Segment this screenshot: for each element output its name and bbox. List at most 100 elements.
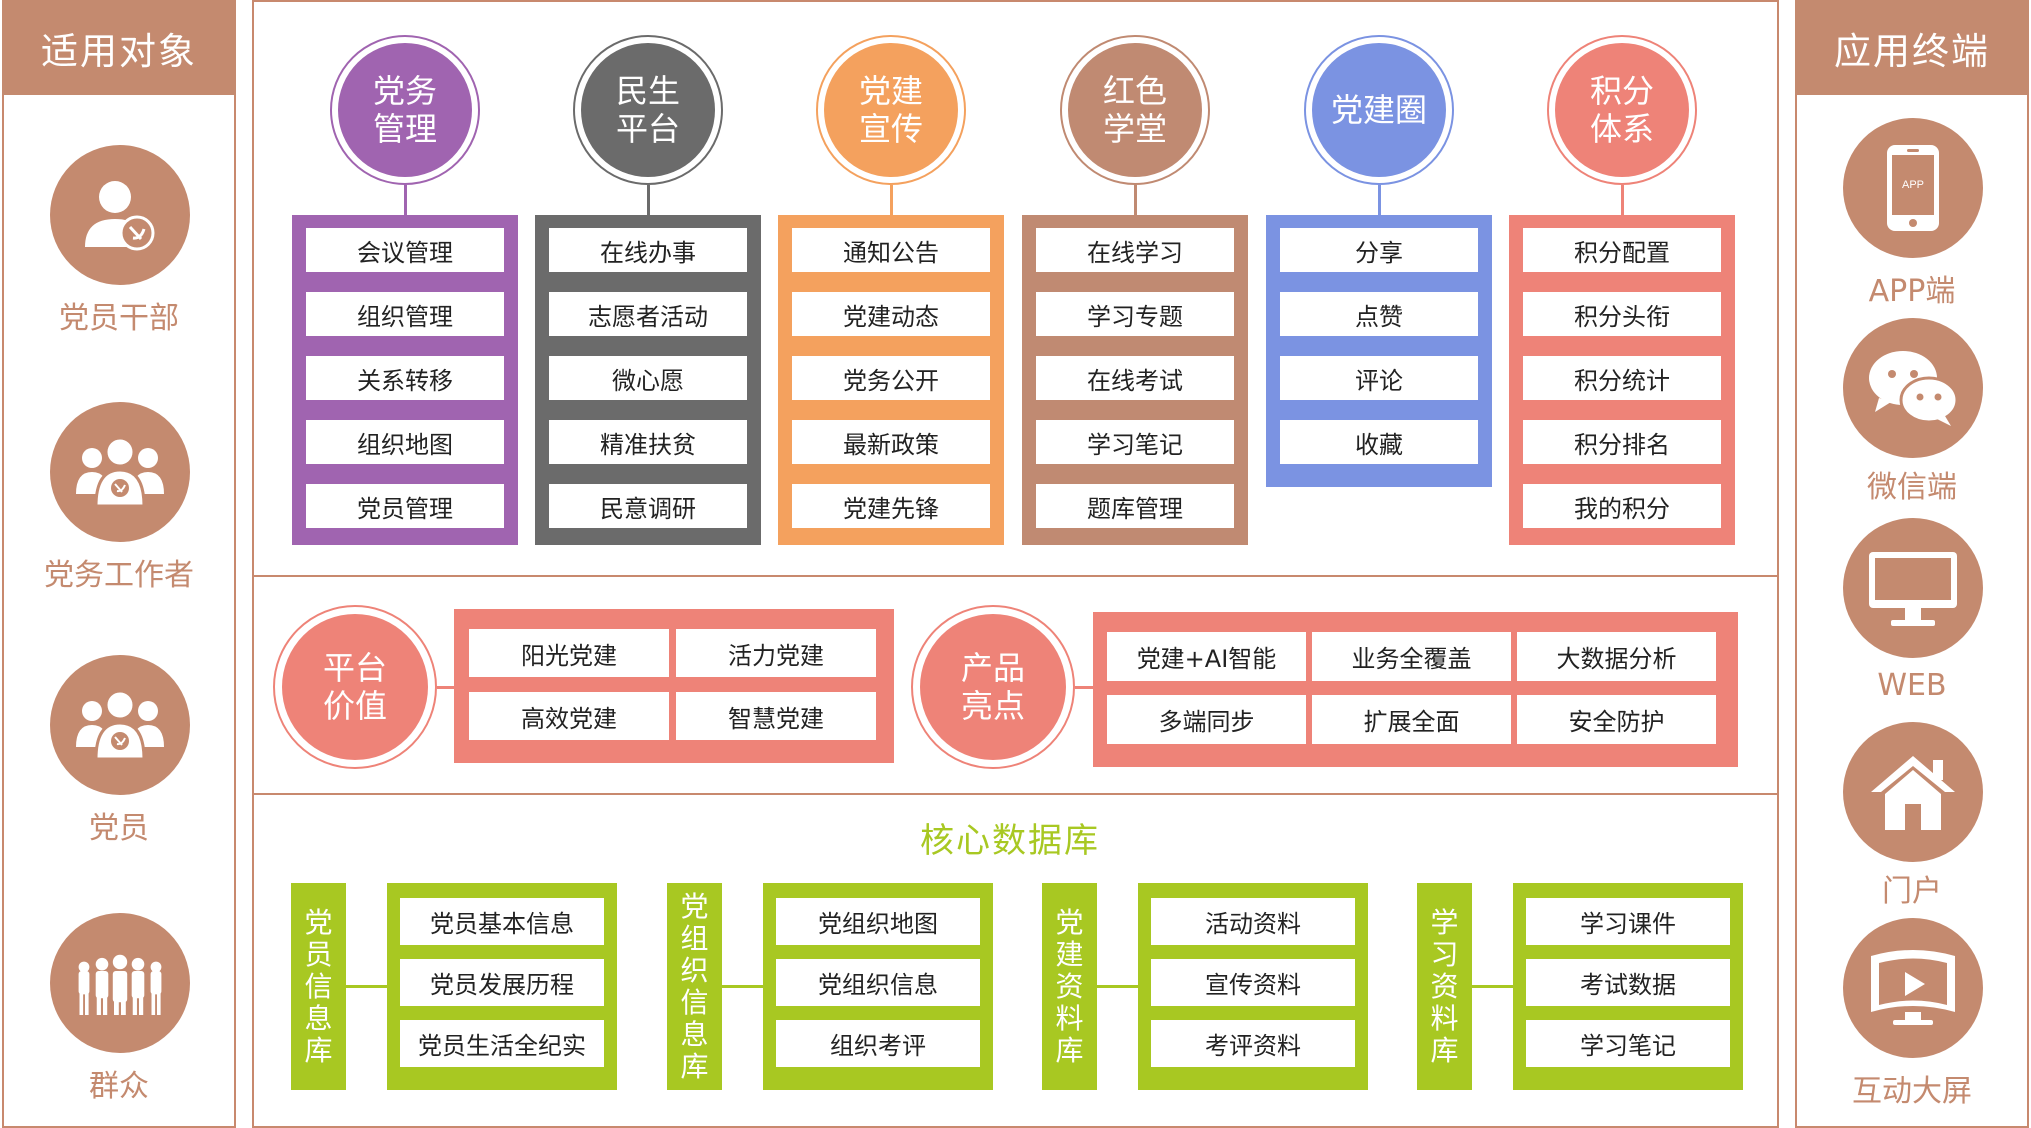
module-item[interactable]: 会议管理: [306, 228, 504, 272]
module-item[interactable]: 组织管理: [306, 292, 504, 336]
module-title-line: 党建: [858, 72, 923, 110]
module-title-line: 管理: [372, 110, 437, 148]
db-group-item[interactable]: 学习笔记: [1526, 1020, 1730, 1067]
platform-value-ring: 平台价值: [273, 605, 437, 769]
left-panel-title: 适用对象: [2, 0, 236, 95]
db-group-item[interactable]: 活动资料: [1151, 898, 1355, 945]
audience-label: 群众: [89, 1069, 149, 1104]
highlights-item[interactable]: 安全防护: [1517, 695, 1716, 744]
module-item[interactable]: 题库管理: [1036, 484, 1234, 528]
module-item[interactable]: 微心愿: [549, 356, 747, 400]
highlights-item[interactable]: 党建+AI智能: [1107, 632, 1306, 681]
highlights-item[interactable]: 业务全覆盖: [1312, 632, 1511, 681]
platform-value-item[interactable]: 阳光党建: [469, 629, 669, 677]
highlights-item[interactable]: 扩展全面: [1312, 695, 1511, 744]
party-members-icon: [50, 655, 190, 795]
db-group-item[interactable]: 党组织信息: [776, 959, 980, 1006]
module-title[interactable]: 党建宣传: [824, 43, 958, 177]
module-box: 通知公告党建动态党务公开最新政策党建先锋: [778, 215, 1004, 545]
module-item[interactable]: 分享: [1280, 228, 1478, 272]
module-item[interactable]: 积分排名: [1523, 420, 1721, 464]
module-title[interactable]: 民生平台: [581, 43, 715, 177]
module-title[interactable]: 积分体系: [1555, 43, 1689, 177]
db-group-label-char: 库: [1430, 1033, 1459, 1067]
platform-value-item[interactable]: 活力党建: [676, 629, 876, 677]
db-group-item[interactable]: 宣传资料: [1151, 959, 1355, 1006]
crowd-icon: [50, 913, 190, 1053]
module-item[interactable]: 党务公开: [792, 356, 990, 400]
module-box: 在线学习学习专题在线考试学习笔记题库管理: [1022, 215, 1248, 545]
module-ring: 党务管理: [330, 35, 480, 185]
audience-label: 党员干部: [59, 301, 179, 336]
terminal-label: APP端: [1868, 274, 1956, 309]
module-item[interactable]: 点赞: [1280, 292, 1478, 336]
module-item[interactable]: 学习笔记: [1036, 420, 1234, 464]
db-group-label-char: 党: [304, 905, 333, 939]
db-group-item[interactable]: 学习课件: [1526, 898, 1730, 945]
module-item[interactable]: 党建先锋: [792, 484, 990, 528]
db-group-item[interactable]: 党组织地图: [776, 898, 980, 945]
module-title[interactable]: 党务管理: [338, 43, 472, 177]
module-item[interactable]: 通知公告: [792, 228, 990, 272]
highlights-item[interactable]: 大数据分析: [1517, 632, 1716, 681]
module-item[interactable]: 评论: [1280, 356, 1478, 400]
module-box: 积分配置积分头衔积分统计积分排名我的积分: [1509, 215, 1735, 545]
db-group-label-char: 党: [680, 889, 709, 923]
module-ring: 积分体系: [1547, 35, 1697, 185]
db-group-label-char: 信: [680, 985, 709, 1019]
db-group-item[interactable]: 考评资料: [1151, 1020, 1355, 1067]
module-item[interactable]: 在线考试: [1036, 356, 1234, 400]
db-group-box: 学习课件考试数据学习笔记: [1513, 883, 1743, 1090]
module-title-line: 红色: [1102, 72, 1167, 110]
home-icon: [1843, 722, 1983, 862]
module-title[interactable]: 红色学堂: [1068, 43, 1202, 177]
terminal-label: 微信端: [1867, 470, 1957, 505]
right-panel-title: 应用终端: [1795, 0, 2029, 95]
audience-label: 党务工作者: [44, 558, 194, 593]
module-item[interactable]: 积分头衔: [1523, 292, 1721, 336]
module-item[interactable]: 党员管理: [306, 484, 504, 528]
highlights-item[interactable]: 多端同步: [1107, 695, 1306, 744]
highlights-title[interactable]: 产品亮点: [920, 614, 1066, 760]
db-group-label[interactable]: 党建资料库: [1042, 883, 1097, 1090]
module-box: 会议管理组织管理关系转移组织地图党员管理: [292, 215, 518, 545]
module-box: 在线办事志愿者活动微心愿精准扶贫民意调研: [535, 215, 761, 545]
module-item[interactable]: 组织地图: [306, 420, 504, 464]
db-group-item[interactable]: 党员发展历程: [400, 959, 604, 1006]
module-connector: [890, 185, 893, 215]
module-item[interactable]: 收藏: [1280, 420, 1478, 464]
db-group-label-char: 料: [1430, 1001, 1459, 1035]
module-item[interactable]: 精准扶贫: [549, 420, 747, 464]
module-ring: 红色学堂: [1060, 35, 1210, 185]
db-group-label[interactable]: 党员信息库: [291, 883, 346, 1090]
module-item[interactable]: 在线学习: [1036, 228, 1234, 272]
platform-value-item[interactable]: 高效党建: [469, 692, 669, 740]
db-group-item[interactable]: 考试数据: [1526, 959, 1730, 1006]
module-item[interactable]: 在线办事: [549, 228, 747, 272]
db-group-label[interactable]: 党组织信息库: [667, 883, 722, 1090]
db-group-item[interactable]: 党员基本信息: [400, 898, 604, 945]
db-group-item[interactable]: 组织考评: [776, 1020, 980, 1067]
module-item[interactable]: 党建动态: [792, 292, 990, 336]
module-item[interactable]: 我的积分: [1523, 484, 1721, 528]
module-item[interactable]: 积分统计: [1523, 356, 1721, 400]
db-group-label-char: 组: [680, 921, 709, 955]
module-connector: [404, 185, 407, 215]
module-title-line: 党务: [372, 72, 437, 110]
module-item[interactable]: 关系转移: [306, 356, 504, 400]
terminal-label: 互动大屏: [1852, 1074, 1972, 1109]
db-group-item[interactable]: 党员生活全纪实: [400, 1020, 604, 1067]
module-connector: [1378, 185, 1381, 215]
platform-value-title[interactable]: 平台价值: [282, 614, 428, 760]
module-item[interactable]: 民意调研: [549, 484, 747, 528]
module-item[interactable]: 学习专题: [1036, 292, 1234, 336]
platform-value-item[interactable]: 智慧党建: [676, 692, 876, 740]
module-item[interactable]: 志愿者活动: [549, 292, 747, 336]
module-item[interactable]: 积分配置: [1523, 228, 1721, 272]
module-title[interactable]: 党建圈: [1312, 43, 1446, 177]
db-group-label[interactable]: 学习资料库: [1417, 883, 1472, 1090]
module-item[interactable]: 最新政策: [792, 420, 990, 464]
db-group-box: 党员基本信息党员发展历程党员生活全纪实: [387, 883, 617, 1090]
module-ring: 党建圈: [1304, 35, 1454, 185]
db-group-label-char: 息: [304, 1001, 333, 1035]
